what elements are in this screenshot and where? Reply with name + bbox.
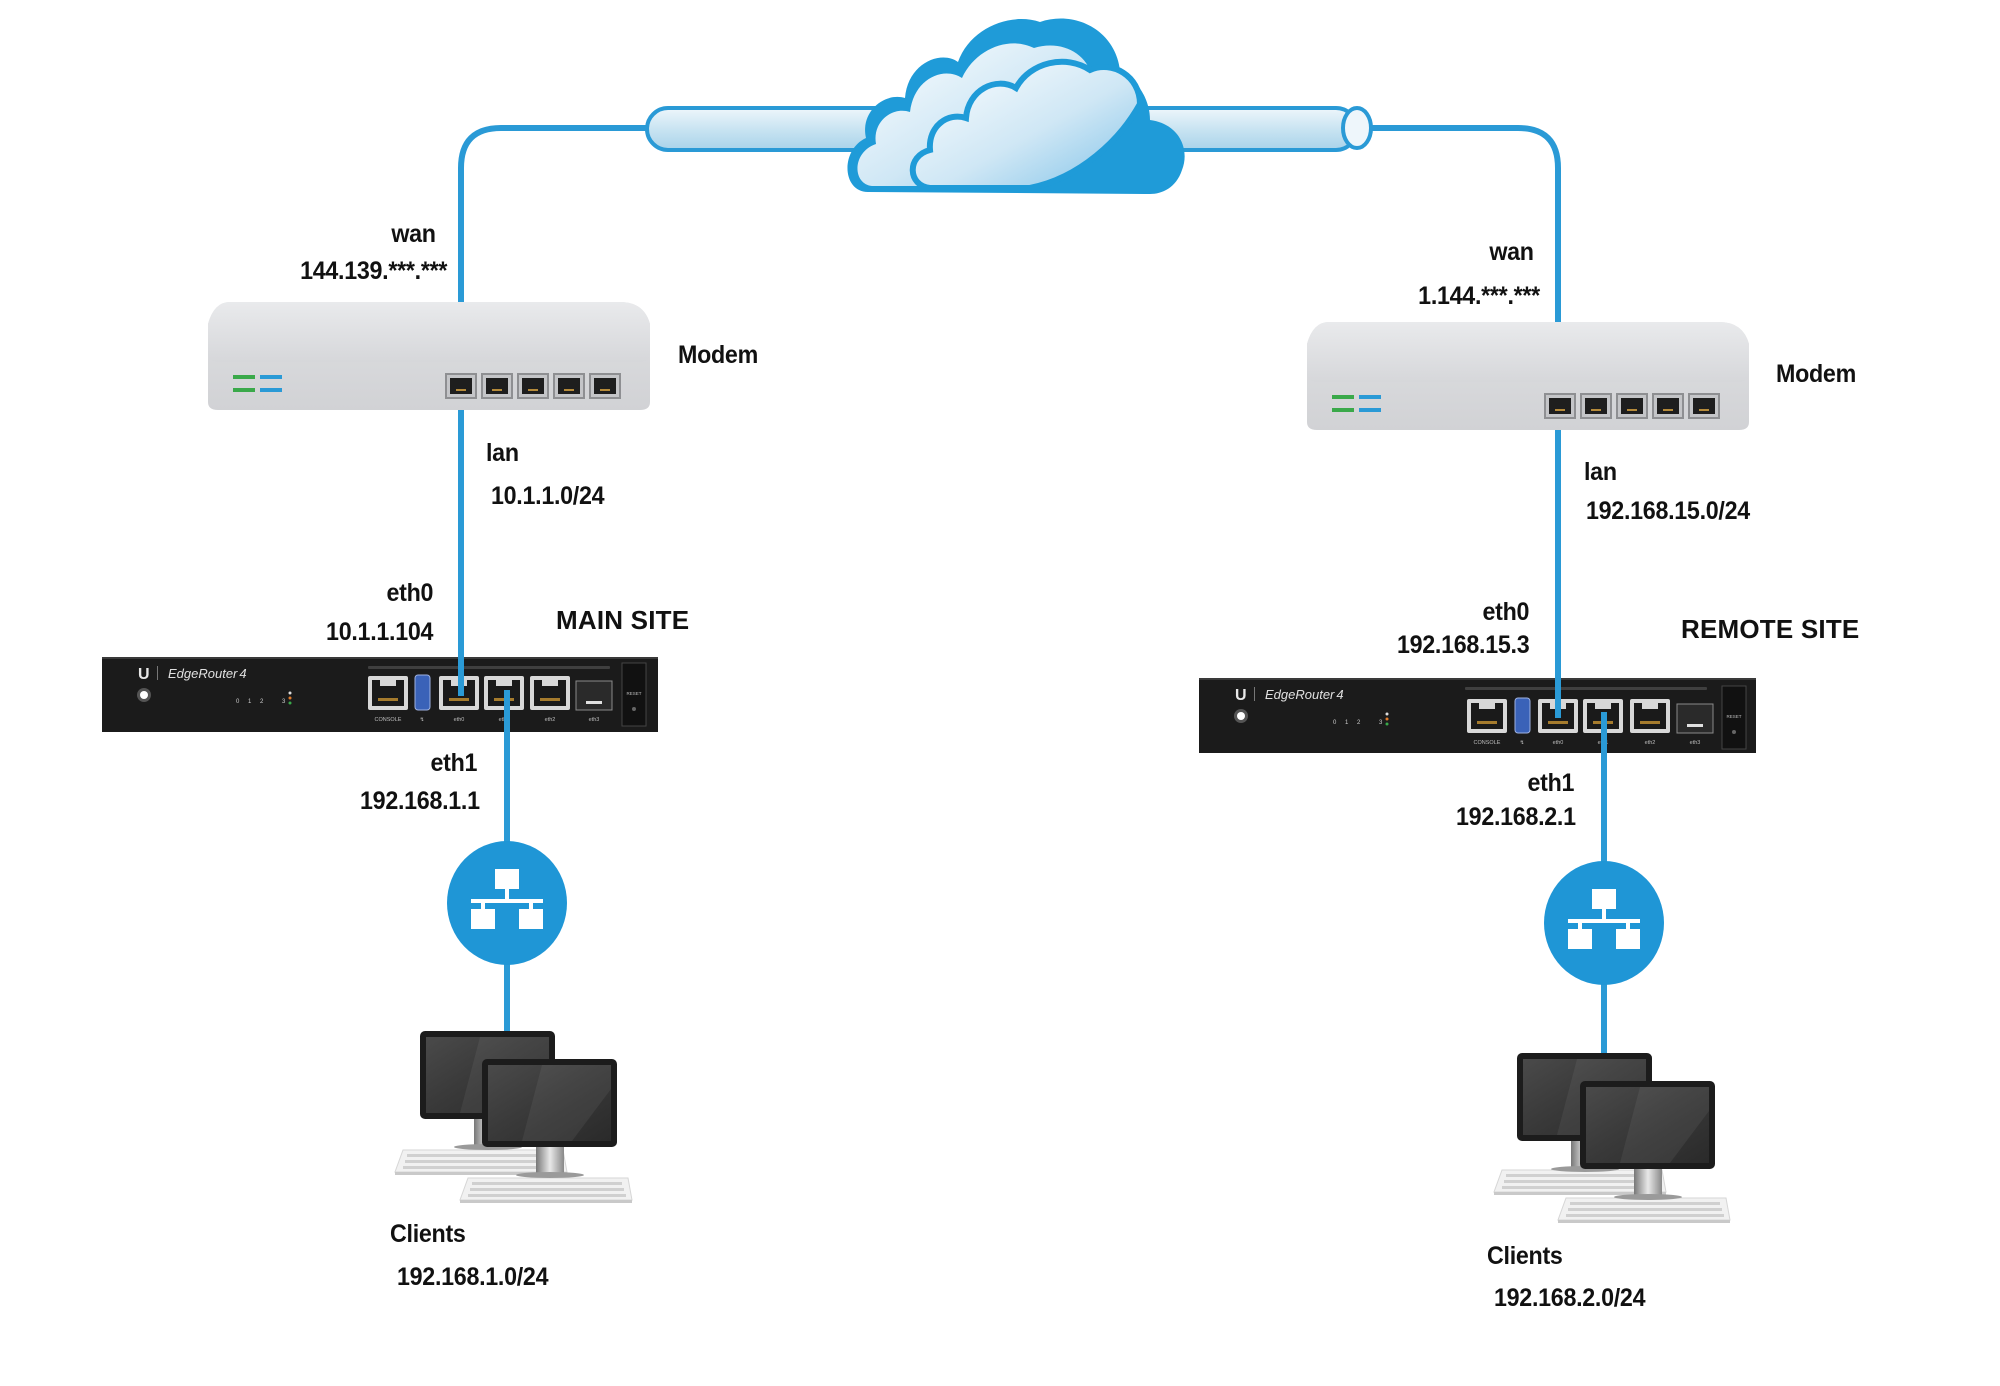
modem-remote	[1307, 322, 1749, 430]
main-site-label: MAIN SITE	[556, 605, 690, 635]
main-wan-label: wan	[391, 220, 437, 248]
main-lan-subnet: 10.1.1.0/24	[491, 482, 605, 510]
ubiquiti-logo: U	[138, 666, 150, 683]
sfp-port	[1676, 703, 1714, 734]
modem-ports	[1544, 393, 1720, 419]
reset-button	[1721, 685, 1747, 750]
remote-eth1-ip: 192.168.2.1	[1456, 803, 1576, 831]
svg-text:eth0: eth0	[1553, 740, 1564, 746]
svg-text:CONSOLE: CONSOLE	[1474, 740, 1501, 746]
main-eth0-ip: 10.1.1.104	[325, 618, 433, 646]
main-eth1-label: eth1	[430, 749, 477, 777]
svg-text:eth2: eth2	[1645, 740, 1656, 746]
reset-button	[621, 662, 647, 727]
vent-dots	[368, 666, 610, 669]
main-lan-label: lan	[486, 439, 519, 467]
modem-status-leds	[1332, 395, 1381, 412]
svg-text:0: 0	[1333, 720, 1337, 726]
svg-text:eth3: eth3	[1690, 740, 1701, 746]
remote-modem-label: Modem	[1776, 360, 1856, 388]
tunnel-tube-end	[1341, 106, 1373, 150]
remote-lan-label: lan	[1584, 458, 1617, 486]
modem-status-leds	[233, 375, 282, 392]
wires	[458, 125, 1607, 1055]
remote-lan-subnet: 192.168.15.0/24	[1586, 497, 1750, 525]
svg-text:↯: ↯	[420, 716, 425, 723]
modem-ports	[445, 373, 621, 399]
svg-text:1: 1	[1345, 720, 1349, 726]
network-switch-icon	[447, 841, 567, 965]
main-wan-ip: 144.139.***.***	[299, 257, 447, 285]
svg-text:eth2: eth2	[545, 717, 556, 723]
vent-dots	[1465, 687, 1707, 690]
svg-text:eth3: eth3	[589, 717, 600, 723]
remote-site-label: REMOTE SITE	[1681, 614, 1860, 644]
power-led	[140, 691, 148, 699]
router-ports	[368, 662, 647, 727]
clients-computers-icon	[394, 1031, 633, 1204]
svg-text:RESET: RESET	[626, 691, 641, 696]
remote-wan-label: wan	[1489, 238, 1535, 266]
remote-eth0-label: eth0	[1482, 598, 1529, 626]
port-number-labels: 0 1 2 3	[1333, 720, 1383, 726]
remote-clients-label: Clients	[1487, 1242, 1563, 1270]
remote-eth1-label: eth1	[1527, 769, 1574, 797]
remote-clients-subnet: 192.168.2.0/24	[1494, 1284, 1646, 1312]
svg-text:3: 3	[282, 699, 286, 705]
main-eth1-ip: 192.168.1.1	[360, 787, 480, 815]
cloud-icon	[847, 18, 1185, 194]
wire-main-wan-to-internet	[458, 125, 650, 305]
svg-text:0: 0	[236, 699, 240, 705]
main-modem-label: Modem	[678, 341, 758, 369]
usb-port	[414, 674, 431, 711]
clients-computers-icon	[1493, 1053, 1731, 1224]
remote-wan-ip: 1.144.***.***	[1418, 282, 1540, 310]
remote-eth0-ip: 192.168.15.3	[1396, 631, 1530, 659]
main-clients-label: Clients	[390, 1220, 466, 1248]
svg-text:3: 3	[1379, 720, 1383, 726]
network-switch-icon	[1544, 861, 1664, 985]
svg-text:↯: ↯	[1520, 739, 1525, 746]
svg-text:CONSOLE: CONSOLE	[375, 717, 402, 723]
main-clients-subnet: 192.168.1.0/24	[397, 1263, 549, 1291]
main-eth0-label: eth0	[386, 579, 433, 607]
sfp-port	[575, 680, 613, 711]
wire-port-connectors	[458, 655, 1607, 760]
wire-remote-wan-to-internet	[1370, 125, 1561, 322]
ubiquiti-logo: U	[1235, 687, 1247, 704]
usb-port	[1514, 697, 1531, 734]
router-ports	[1467, 685, 1747, 750]
svg-text:1: 1	[248, 699, 252, 705]
svg-text:2: 2	[260, 699, 264, 705]
modem-main	[208, 302, 650, 410]
power-led	[1237, 712, 1245, 720]
svg-text:eth0: eth0	[454, 717, 465, 723]
port-number-labels: 0 1 2 3	[236, 699, 286, 705]
svg-text:RESET: RESET	[1726, 714, 1741, 719]
svg-text:2: 2	[1357, 720, 1361, 726]
